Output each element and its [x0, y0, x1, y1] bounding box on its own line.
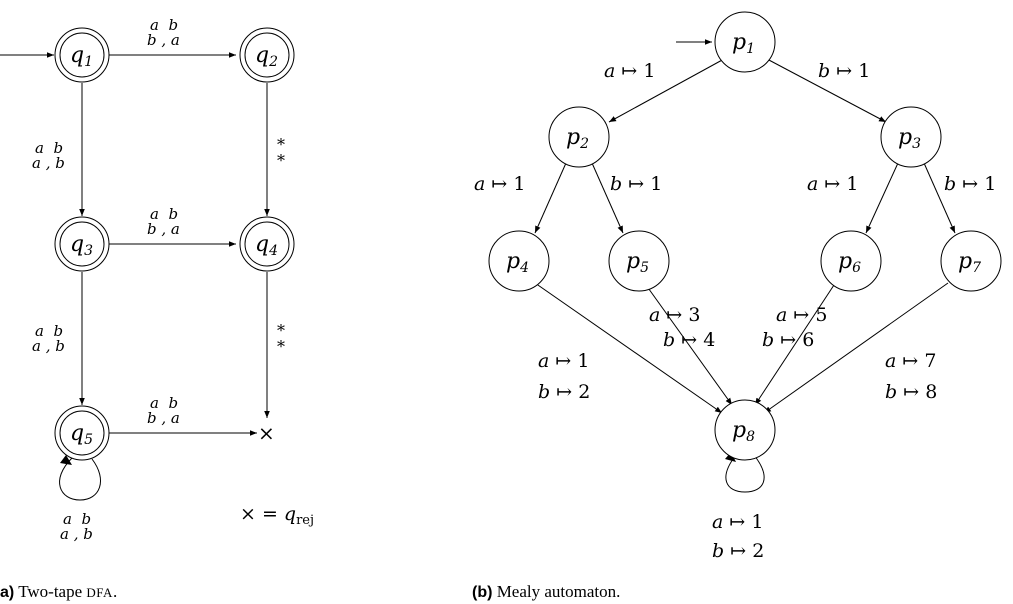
- mealy-edge-p1-p3: [766, 58, 887, 123]
- dfa-label-q1-q2: a b b , a: [147, 16, 180, 49]
- svg-text:p4: p4: [506, 249, 529, 276]
- dfa-caption: a) Two-tape DFA.: [0, 582, 117, 601]
- mealy-edge-p3-p6: [865, 162, 899, 234]
- dfa-state-q1: q1: [54, 27, 110, 83]
- mealy-edge-p3-p7: [923, 162, 956, 234]
- svg-text:*: *: [277, 337, 285, 356]
- svg-text:q4: q4: [255, 232, 278, 259]
- mealy-label-p3-p7: b ↦ 1: [944, 173, 996, 195]
- mealy-label-p6-b: b ↦ 6: [762, 329, 814, 351]
- svg-text:*: *: [277, 151, 285, 170]
- mealy-label-p5-b: b ↦ 4: [663, 329, 715, 351]
- mealy-edge-p7-p8: [763, 282, 949, 414]
- dfa-self-loop-arrowhead: [60, 455, 72, 465]
- svg-text:*: *: [277, 135, 285, 154]
- mealy-edge-p2-p5: [591, 162, 624, 234]
- svg-text:q1: q1: [70, 43, 93, 70]
- svg-text:p5: p5: [626, 249, 649, 276]
- mealy-label-p4-a: a ↦ 1: [538, 350, 589, 372]
- svg-text:a b: a b: [150, 16, 178, 34]
- svg-text:b , a: b , a: [147, 409, 180, 427]
- mealy-state-p5: p5: [608, 230, 670, 292]
- mealy-edge-p5-p8: [645, 284, 733, 406]
- mealy-edge-p2-p4: [534, 162, 567, 234]
- dfa-state-q4: q4: [239, 216, 295, 272]
- dfa-self-loop-q5: [59, 457, 101, 501]
- dfa-label-q5-loop: a b a , b: [60, 510, 93, 543]
- mealy-state-p7: p7: [940, 230, 1002, 292]
- dfa-reject-state: ×: [258, 421, 275, 445]
- svg-text:p6: p6: [838, 249, 861, 276]
- dfa-state-q2: q2: [239, 27, 295, 83]
- svg-text:p8: p8: [732, 418, 755, 445]
- mealy-label-p1-p2: a ↦ 1: [604, 60, 655, 82]
- mealy-state-p6: p6: [820, 230, 882, 292]
- dfa-label-q3-q4: a b b , a: [147, 205, 180, 238]
- mealy-label-p6-a: a ↦ 5: [776, 304, 827, 326]
- mealy-label-p7-a: a ↦ 7: [885, 350, 936, 372]
- svg-text:a , b: a , b: [60, 525, 93, 543]
- mealy-self-loop-p8: [725, 454, 765, 493]
- dfa-state-q5: q5: [54, 405, 110, 461]
- svg-text:a , b: a , b: [32, 337, 65, 355]
- mealy-label-p2-p4: a ↦ 1: [474, 173, 525, 195]
- svg-text:q3: q3: [70, 232, 93, 259]
- mealy-label-p4-b: b ↦ 2: [538, 381, 590, 403]
- mealy-automaton: p1 p2 p3 p4 p5 p6 p7 p8: [472, 11, 1002, 601]
- mealy-label-p2-p5: b ↦ 1: [610, 173, 662, 195]
- svg-text:q2: q2: [255, 43, 278, 70]
- svg-text:b , a: b , a: [147, 220, 180, 238]
- svg-text:a b: a b: [150, 394, 178, 412]
- dfa-reject-definition: × = qrej: [240, 503, 314, 528]
- mealy-edge-p6-p8: [754, 284, 835, 406]
- mealy-state-p1: p1: [714, 11, 776, 73]
- dfa-state-q3: q3: [54, 216, 110, 272]
- dfa-label-q1-q3: a b a , b: [32, 139, 65, 172]
- svg-text:a b: a b: [35, 139, 63, 157]
- svg-text:p7: p7: [958, 249, 981, 276]
- mealy-edge-p1-p2: [608, 58, 725, 123]
- mealy-state-p8: p8: [714, 399, 776, 461]
- dfa-label-q2-q4: * *: [277, 135, 285, 170]
- dfa-label-q5-reject: a b b , a: [147, 394, 180, 427]
- mealy-state-p4: p4: [488, 230, 550, 292]
- svg-text:a b: a b: [35, 322, 63, 340]
- mealy-caption: (b) Mealy automaton.: [472, 582, 620, 601]
- mealy-state-p3: p3: [880, 106, 942, 168]
- mealy-label-p8-a: a ↦ 1: [712, 511, 763, 533]
- mealy-state-p2: p2: [548, 106, 610, 168]
- svg-text:a b: a b: [150, 205, 178, 223]
- svg-text:p1: p1: [732, 30, 755, 57]
- mealy-edge-p4-p8: [534, 282, 723, 414]
- svg-text:a , b: a , b: [32, 154, 65, 172]
- svg-text:*: *: [277, 321, 285, 340]
- dfa-label-q4-reject: * *: [277, 321, 285, 356]
- svg-text:q5: q5: [70, 421, 93, 448]
- mealy-self-loop-arrowhead: [725, 452, 736, 462]
- svg-text:a b: a b: [63, 510, 91, 528]
- mealy-label-p1-p3: b ↦ 1: [818, 60, 870, 82]
- mealy-label-p7-b: b ↦ 8: [885, 381, 937, 403]
- two-tape-dfa: q1 q2 q3 q4 q5 × a b b , a a b a , b: [0, 16, 314, 601]
- dfa-label-q3-q5: a b a , b: [32, 322, 65, 355]
- svg-text:p2: p2: [566, 125, 589, 152]
- svg-text:p3: p3: [898, 125, 921, 152]
- mealy-label-p5-a: a ↦ 3: [649, 304, 700, 326]
- mealy-label-p8-b: b ↦ 2: [712, 540, 764, 562]
- mealy-label-p3-p6: a ↦ 1: [807, 173, 858, 195]
- svg-text:b , a: b , a: [147, 31, 180, 49]
